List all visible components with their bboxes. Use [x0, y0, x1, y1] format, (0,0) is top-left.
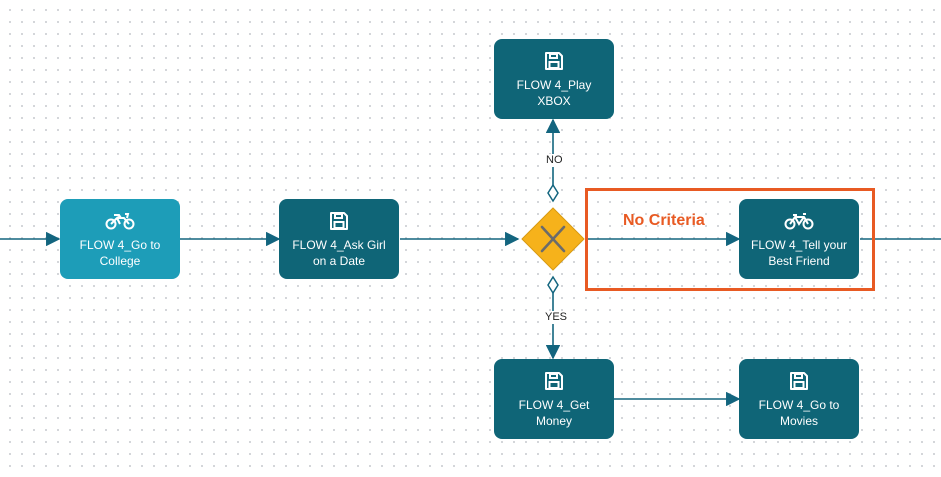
node-get-money[interactable]: FLOW 4_Get Money [494, 359, 614, 439]
save-icon [789, 369, 809, 393]
conditional-flow-diamond-yes [547, 275, 559, 295]
exclusive-gateway-x-icon [540, 225, 566, 253]
node-label: FLOW 4_Go to Movies [758, 398, 840, 428]
edge-label-yes: YES [543, 311, 570, 324]
edge-label-no: NO [544, 154, 565, 167]
node-label: FLOW 4_Get Money [518, 398, 590, 428]
node-go-to-movies[interactable]: FLOW 4_Go to Movies [739, 359, 859, 439]
motorcycle-icon [105, 209, 135, 233]
save-icon [544, 369, 564, 393]
bicycle-icon [784, 209, 814, 233]
exclusive-gateway[interactable] [520, 206, 586, 272]
node-tell-your-best-friend[interactable]: FLOW 4_Tell your Best Friend [739, 199, 859, 279]
node-label: FLOW 4_Go to College [79, 238, 161, 268]
node-go-to-college[interactable]: FLOW 4_Go to College [60, 199, 180, 279]
node-label: FLOW 4_Ask Girl on a Date [292, 238, 386, 268]
node-play-xbox[interactable]: FLOW 4_Play XBOX [494, 39, 614, 119]
conditional-flow-diamond-no [547, 183, 559, 203]
node-ask-girl-on-a-date[interactable]: FLOW 4_Ask Girl on a Date [279, 199, 399, 279]
save-icon [544, 49, 564, 73]
save-icon [329, 209, 349, 233]
node-label: FLOW 4_Tell your Best Friend [750, 238, 848, 268]
annotation-no-criteria: No Criteria [623, 212, 705, 229]
node-label: FLOW 4_Play XBOX [516, 78, 592, 108]
highlight-box [585, 188, 875, 291]
